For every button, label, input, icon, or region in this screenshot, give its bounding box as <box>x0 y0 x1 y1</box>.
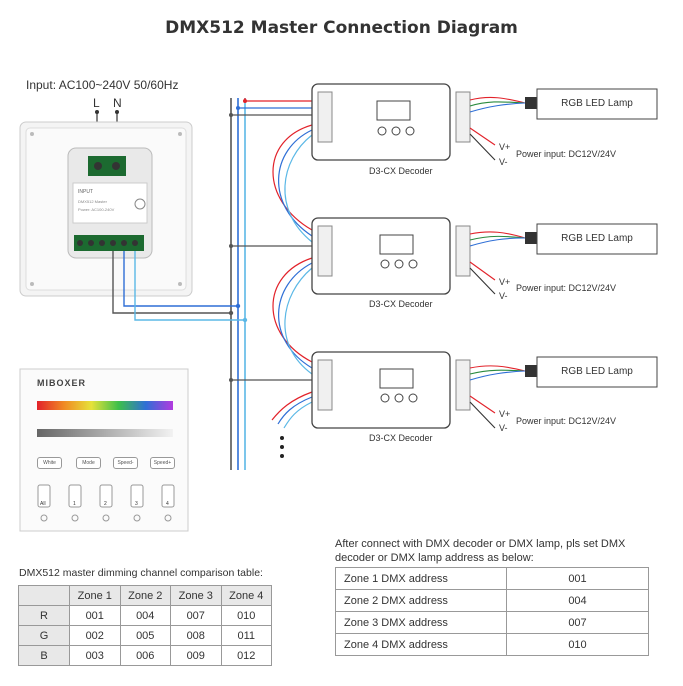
svg-text:DMX512 Master: DMX512 Master <box>78 199 108 204</box>
rgb-lamp-label: RGB LED Lamp <box>561 98 633 109</box>
table-cell: 006 <box>119 645 171 666</box>
table-cell: 007 <box>506 611 649 634</box>
v-plus-label: V+ <box>499 142 511 152</box>
continuation-dot <box>280 436 284 440</box>
decoder-group-1 <box>229 83 658 243</box>
table-cell: 002 <box>69 625 121 646</box>
table-cell: Zone 4 <box>220 585 272 606</box>
decoder-name: D3-CX Decoder <box>369 299 433 309</box>
table-cell <box>18 585 70 606</box>
diagram-title: DMX512 Master Connection Diagram <box>165 18 518 38</box>
address-note: After connect with DMX decoder or DMX la… <box>335 538 626 564</box>
v-plus-label: V+ <box>499 277 511 287</box>
master-switch-panel: INPUT DMX512 Master Power: AC100-240V <box>19 121 193 297</box>
channel-table: Zone 1 Zone 2 Zone 3 Zone 4 R 001 004 00… <box>18 585 272 666</box>
decoder-name: D3-CX Decoder <box>369 433 433 443</box>
table-row: G 002 005 008 011 <box>18 625 272 646</box>
table-cell: B <box>18 645 70 666</box>
decoder-name: D3-CX Decoder <box>369 166 433 176</box>
v-minus-label: V- <box>499 157 508 167</box>
table-row: Zone 3 DMX address 007 <box>335 611 649 634</box>
power-input-label: Power input: DC12V/24V <box>516 416 617 426</box>
table-cell: 004 <box>119 605 171 626</box>
address-table: Zone 1 DMX address 001 Zone 2 DMX addres… <box>335 567 649 656</box>
svg-text:INPUT: INPUT <box>78 189 93 195</box>
v-minus-label: V- <box>499 423 508 433</box>
table-cell: Zone 1 <box>69 585 121 606</box>
terminal-l-label: L <box>93 96 100 110</box>
power-input-label: Power input: DC12V/24V <box>516 149 617 159</box>
table-cell: R <box>18 605 70 626</box>
table-row: Zone 4 DMX address 010 <box>335 633 649 656</box>
table-cell: 001 <box>69 605 121 626</box>
table-cell: 003 <box>69 645 121 666</box>
decoder-group-3 <box>229 351 658 429</box>
table-row: R 001 004 007 010 <box>18 605 272 626</box>
table-cell: 008 <box>170 625 222 646</box>
panel-button-speed-plus: Speed+ <box>150 457 175 469</box>
table-row: Zone 1 DMX address 001 <box>335 567 649 590</box>
table-cell: 012 <box>220 645 272 666</box>
table-cell: 009 <box>170 645 222 666</box>
table-cell: Zone 3 DMX address <box>335 611 507 634</box>
table-cell: Zone 2 <box>119 585 171 606</box>
channel-table-caption: DMX512 master dimming channel comparison… <box>19 567 263 579</box>
panel-brand: MIBOXER <box>37 378 87 388</box>
table-cell: 001 <box>506 567 649 590</box>
table-cell: Zone 3 <box>170 585 222 606</box>
table-cell: G <box>18 625 70 646</box>
v-plus-label: V+ <box>499 409 511 419</box>
table-cell: Zone 2 DMX address <box>335 589 507 612</box>
table-cell: 004 <box>506 589 649 612</box>
table-cell: Zone 1 DMX address <box>335 567 507 590</box>
table-cell: 005 <box>119 625 171 646</box>
terminal-n-label: N <box>113 96 122 110</box>
panel-button-white: White <box>37 457 62 469</box>
zone-label-2: 2 <box>104 501 107 507</box>
zone-label-all: All <box>40 501 46 507</box>
master-touch-panel <box>19 368 189 532</box>
table-cell: 007 <box>170 605 222 626</box>
panel-button-mode: Mode <box>76 457 101 469</box>
table-cell: 010 <box>220 605 272 626</box>
table-cell: 010 <box>506 633 649 656</box>
power-input-label: Power input: DC12V/24V <box>516 283 617 293</box>
table-cell: 011 <box>220 625 272 646</box>
rgb-lamp-label: RGB LED Lamp <box>561 233 633 244</box>
panel-button-speed-minus: Speed- <box>113 457 138 469</box>
zone-label-1: 1 <box>73 501 76 507</box>
input-voltage-label: Input: AC100~240V 50/60Hz <box>26 78 179 92</box>
decoder-group-2 <box>229 217 658 375</box>
table-row: Zone 2 DMX address 004 <box>335 589 649 612</box>
zone-label-3: 3 <box>135 501 138 507</box>
continuation-dot <box>280 445 284 449</box>
zone-label-4: 4 <box>166 501 169 507</box>
continuation-dot <box>280 454 284 458</box>
table-row: Zone 1 Zone 2 Zone 3 Zone 4 <box>18 585 272 606</box>
svg-text:Power: AC100-240V: Power: AC100-240V <box>78 207 115 212</box>
v-minus-label: V- <box>499 291 508 301</box>
table-cell: Zone 4 DMX address <box>335 633 507 656</box>
rgb-lamp-label: RGB LED Lamp <box>561 366 633 377</box>
table-row: B 003 006 009 012 <box>18 645 272 666</box>
